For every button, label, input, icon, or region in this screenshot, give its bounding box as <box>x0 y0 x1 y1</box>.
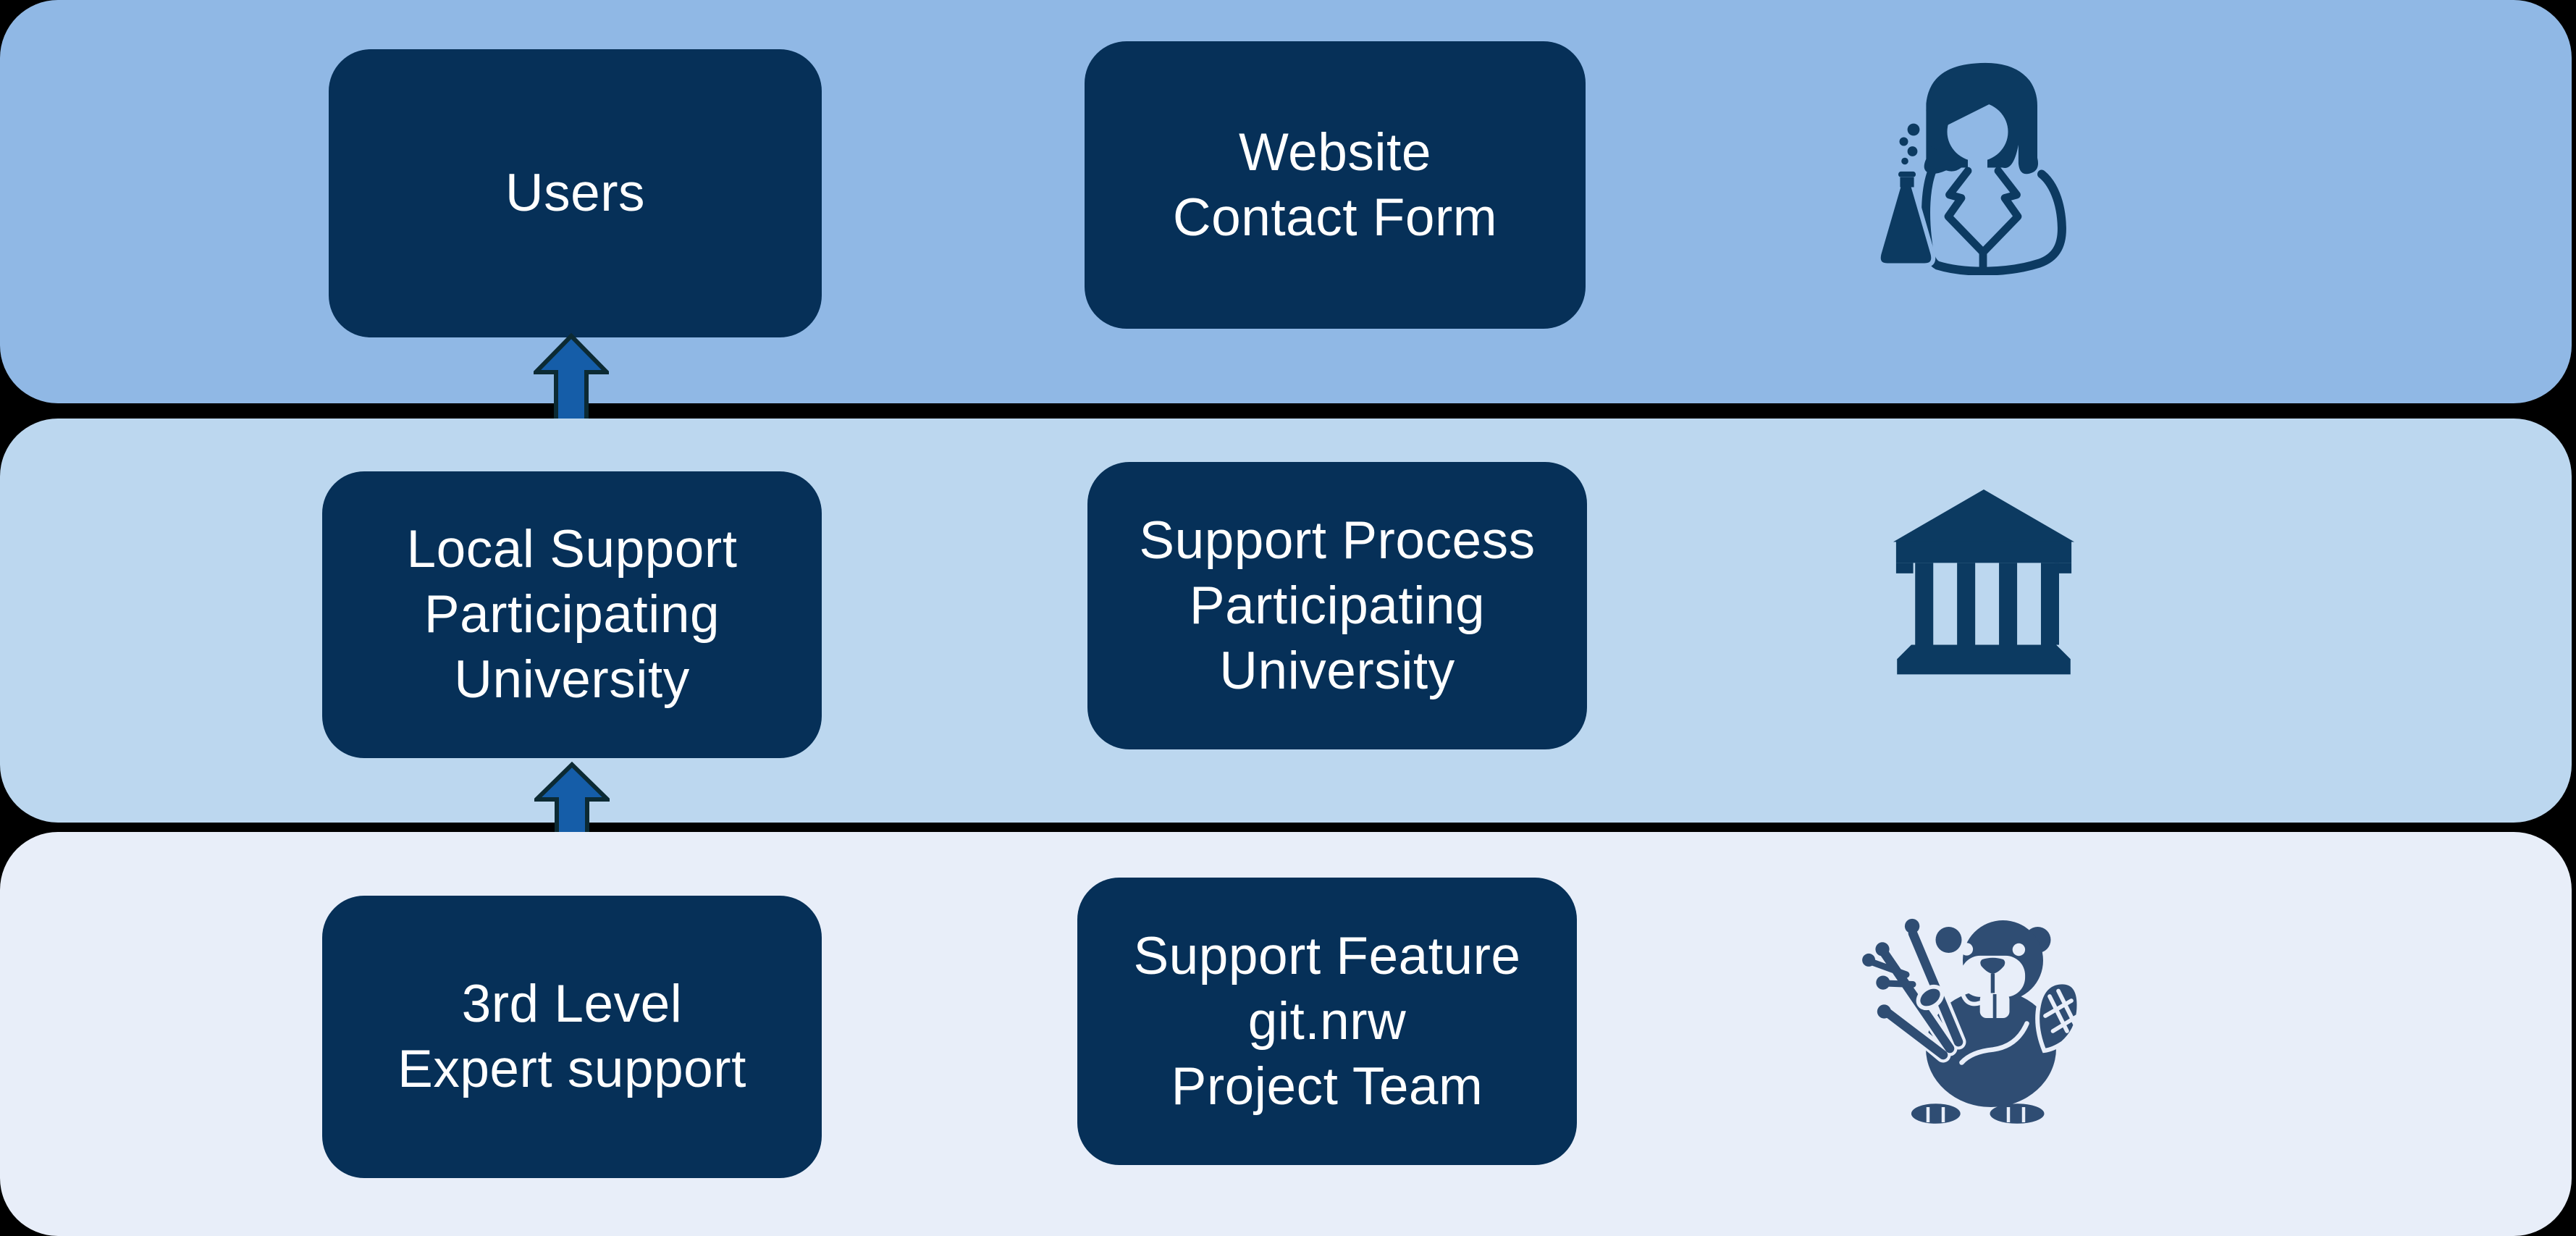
expert-support-label: 3rd Level Expert support <box>397 975 746 1098</box>
support-process-box: Support Process Participating University <box>1087 462 1587 749</box>
website-contact-form-label: Website Contact Form <box>1172 122 1498 247</box>
expert-support-box: 3rd Level Expert support <box>322 896 822 1178</box>
local-support-box: Local Support Participating University <box>322 471 822 758</box>
support-feature-label: Support Feature git.nrw Project Team <box>1133 926 1521 1116</box>
tier-university-band: Local Support Participating University S… <box>0 419 2572 823</box>
beaver-mascot-icon <box>1862 918 2082 1124</box>
tier-users-band: Users Website Contact Form <box>0 0 2572 403</box>
local-support-label: Local Support Participating University <box>406 520 738 709</box>
support-process-label: Support Process Participating University <box>1139 510 1536 700</box>
users-box: Users <box>329 49 822 337</box>
website-contact-form-box: Website Contact Form <box>1085 41 1586 329</box>
support-feature-box: Support Feature git.nrw Project Team <box>1077 878 1577 1165</box>
female-scientist-icon <box>1876 62 2066 275</box>
university-building-icon <box>1893 489 2075 675</box>
users-box-label: Users <box>505 164 646 222</box>
tier-expert-band: 3rd Level Expert support Support Feature… <box>0 832 2572 1236</box>
